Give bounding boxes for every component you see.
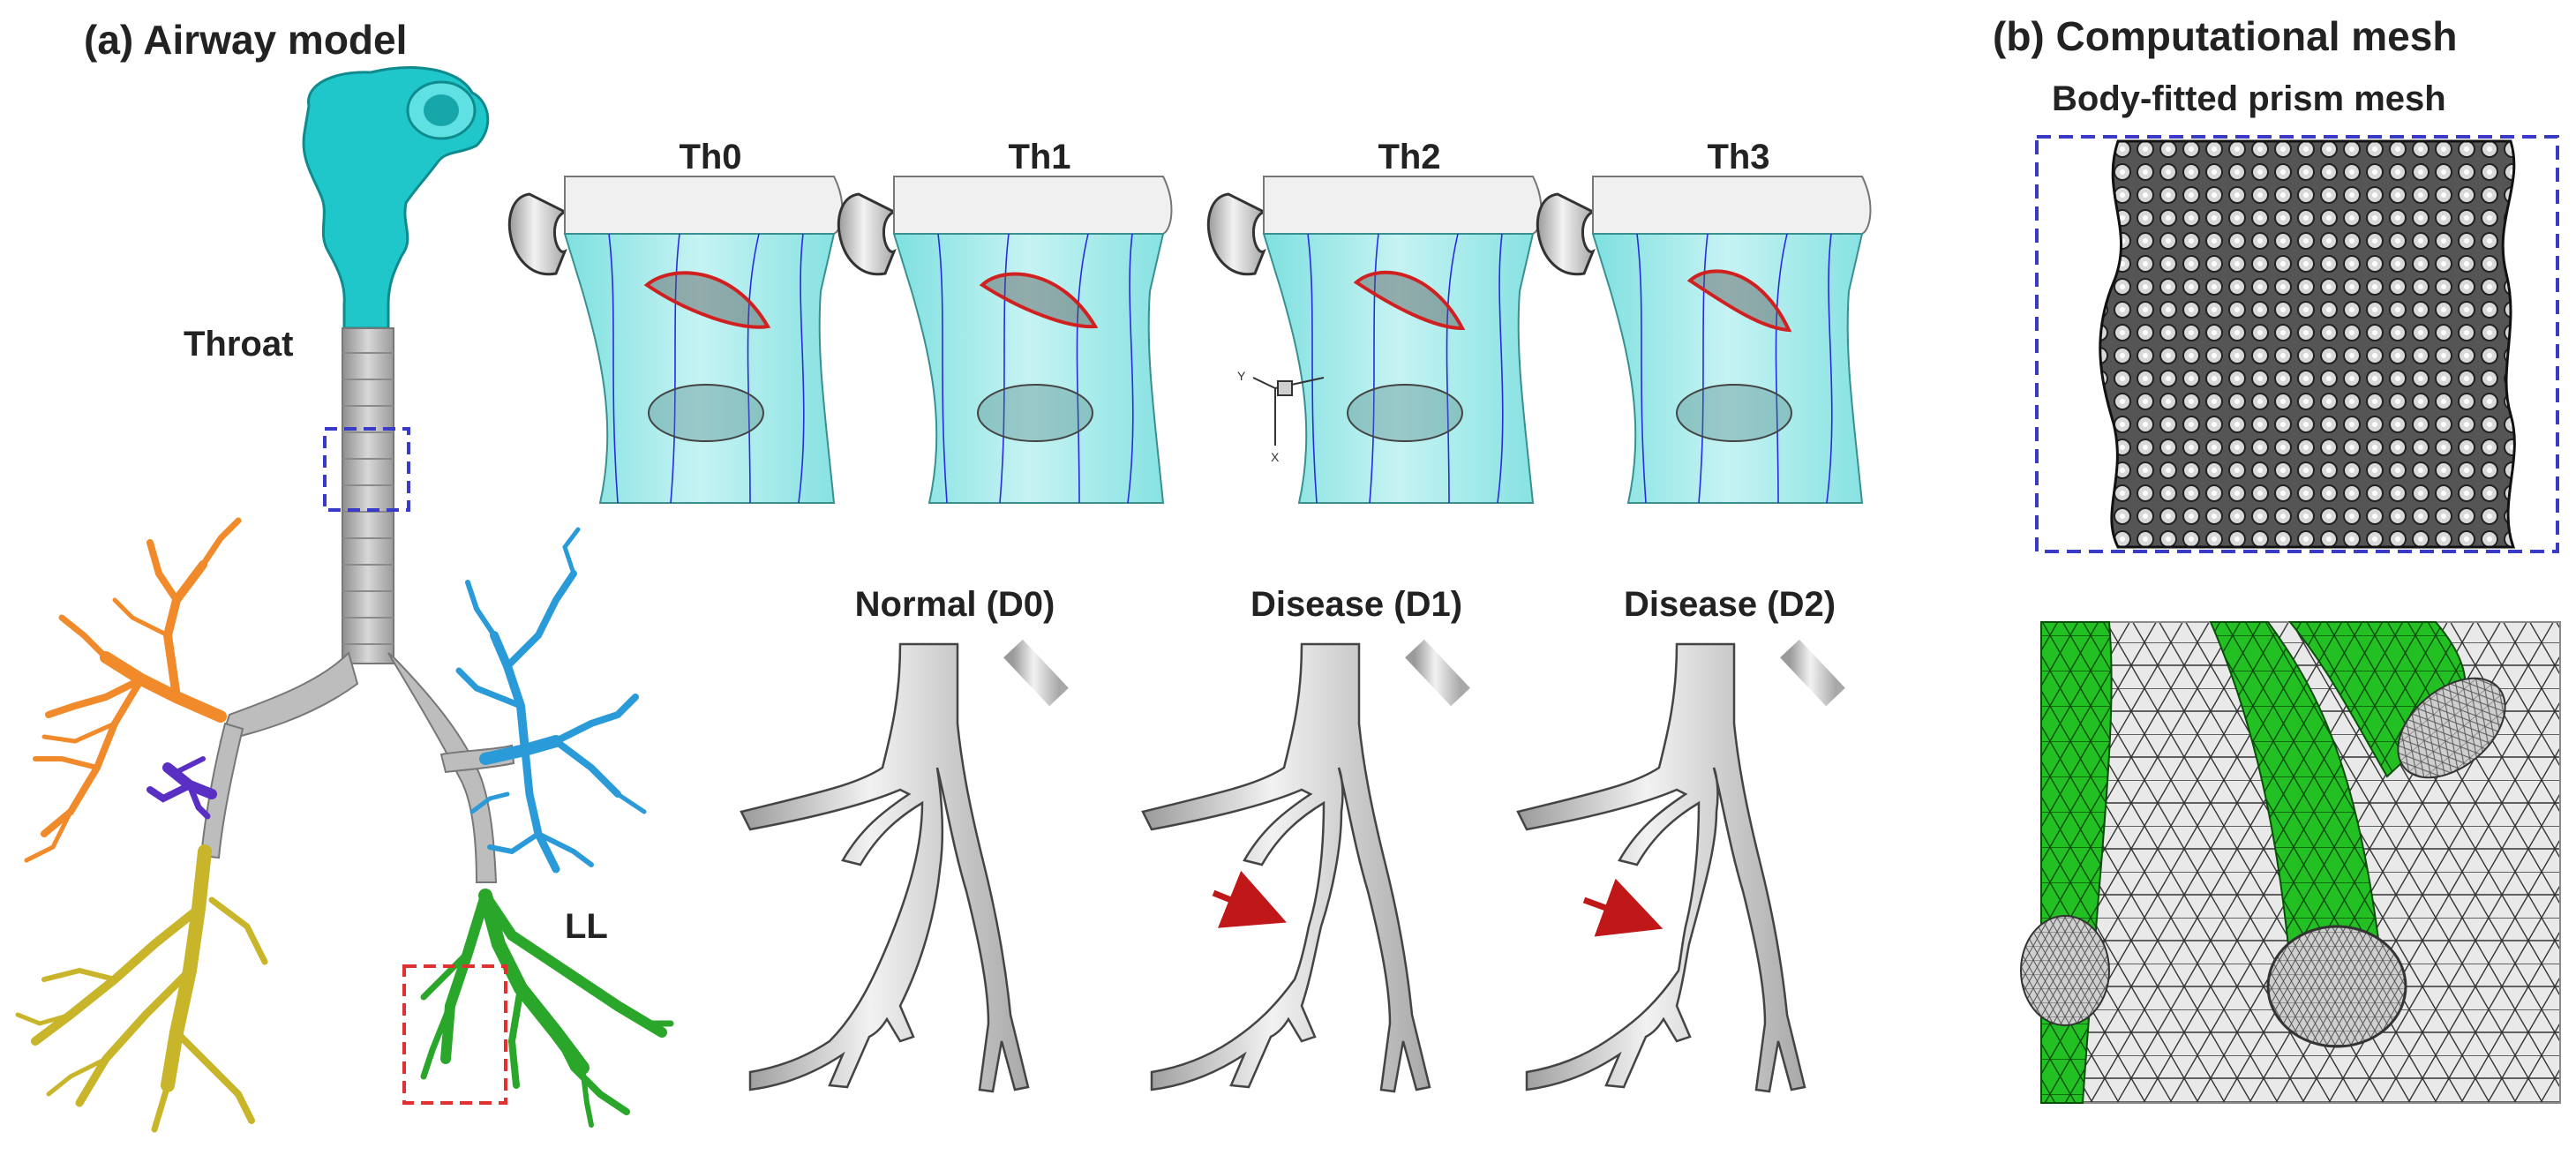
prism-mesh-panel: [2035, 135, 2559, 553]
axis-label-x: X: [1271, 450, 1280, 464]
axis-label-y: Y: [1237, 369, 1246, 383]
trachea: [342, 327, 394, 664]
axis-triad: [1252, 377, 1325, 446]
stenosis-arrow-d1: [1212, 870, 1287, 928]
throat-variant-th1: Th1: [1008, 138, 1071, 176]
throat-variant-th0: Th0: [679, 138, 742, 176]
bronchus-d0: [740, 639, 1069, 1093]
left-lower-lobe: [420, 889, 674, 1128]
bronchus-variant-d0: Normal (D0): [854, 585, 1055, 624]
throat-th3: [1536, 176, 1872, 504]
throat-variant-th3: Th3: [1707, 138, 1770, 176]
ll-label: LL: [565, 907, 608, 946]
bronchus-variant-d2: Disease (D2): [1623, 585, 1836, 624]
right-upper-lobe: [24, 517, 242, 863]
left-upper-lobe: [455, 527, 647, 874]
bronchus-highlight-box: [402, 964, 507, 1105]
stenosis-arrow-d2: [1582, 878, 1664, 937]
throat-th1: [837, 176, 1173, 504]
bronchus-d1: [1141, 639, 1470, 1093]
right-lower-lobe: [15, 844, 268, 1133]
head-region: [302, 66, 490, 330]
right-middle-lobe: [146, 756, 217, 820]
throat-th2: [1207, 176, 1543, 504]
throat-variants: [508, 176, 1872, 504]
trachea-highlight-box: [323, 427, 410, 512]
throat-label: Throat: [184, 325, 294, 364]
panel-a-title: (a) Airway model: [84, 17, 408, 63]
bronchus-variants: [740, 639, 1845, 1093]
bronchus-d2: [1516, 639, 1845, 1093]
surface-mesh-panel: [2020, 621, 2561, 1104]
panel-b-subtitle: Body-fitted prism mesh: [2052, 79, 2446, 118]
throat-th0: [508, 176, 844, 504]
bronchus-variant-d1: Disease (D1): [1250, 585, 1463, 624]
throat-variant-th2: Th2: [1378, 138, 1441, 176]
airway-model: [15, 66, 674, 1133]
panel-b-title: (b) Computational mesh: [1993, 13, 2458, 59]
prism-mesh-frame: [2035, 135, 2559, 553]
